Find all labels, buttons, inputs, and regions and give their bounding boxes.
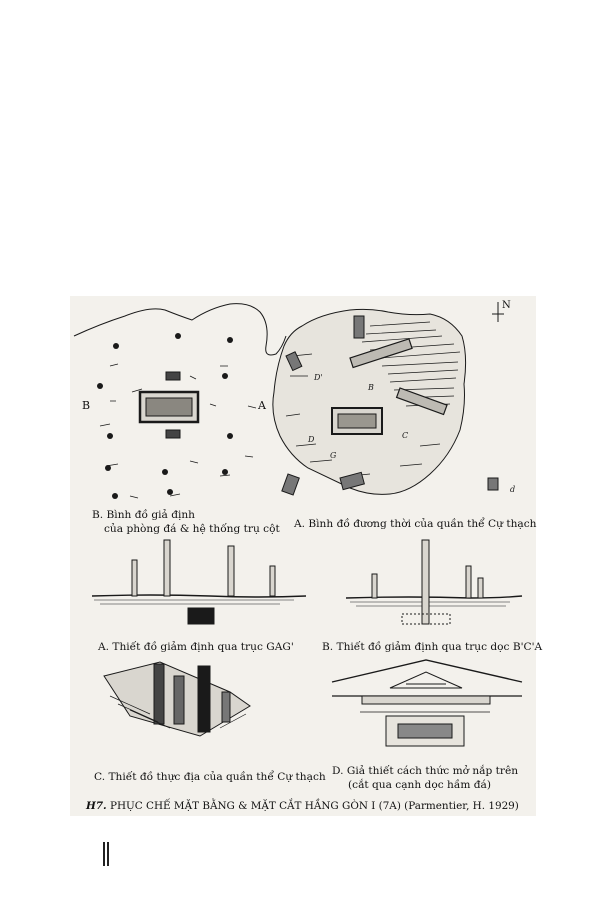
svg-text:d: d — [510, 485, 515, 494]
section-a-caption: A. Thiết đồ giảm định qua trục GAG' — [98, 641, 294, 653]
section-b-drawing — [345, 539, 523, 625]
section-d-caption-line2: (cắt qua cạnh dọc hầm đá) — [348, 779, 491, 791]
compass-letter: N — [502, 300, 511, 311]
page-margin-rule — [103, 842, 105, 866]
figure-title: PHỤC CHẾ MẶT BẰNG & MẶT CẮT HẦNG GÒN I (… — [106, 800, 519, 812]
map-b-caption-line1: B. Bình đồ giả định — [92, 509, 196, 521]
svg-text:B: B — [367, 383, 374, 392]
plan-a-drawing: D' D G C B d — [272, 302, 515, 496]
section-b-caption: B. Thiết đồ giảm định qua trục dọc B'C'A — [322, 641, 543, 653]
section-d-drawing — [331, 659, 523, 747]
panel-b-letter: B — [82, 399, 91, 412]
figure-drawings: D' D G C B d — [73, 302, 523, 747]
page-margin-rule-2 — [107, 842, 109, 866]
section-a-drawing — [91, 539, 307, 625]
perspective-c-drawing — [103, 661, 251, 737]
figure-number: H7. — [86, 800, 107, 812]
panel-a-letter: A — [258, 399, 266, 412]
figure-caption: H7. PHỤC CHẾ MẶT BẰNG & MẶT CẮT HẦNG GÒN… — [86, 800, 526, 812]
figure-plate: D' D G C B d — [70, 296, 542, 816]
map-b-caption-line2: của phòng đá & hệ thống trụ cột — [104, 523, 280, 535]
plan-b-drawing — [73, 303, 287, 499]
perspective-c-caption: C. Thiết đồ thực địa của quần thể Cự thạ… — [94, 771, 326, 783]
map-a-caption: A. Bình đồ đương thời của quần thể Cự th… — [294, 518, 537, 530]
svg-text:G: G — [330, 451, 337, 460]
section-d-caption-line1: D. Giả thiết cách thức mở nắp trên — [332, 765, 519, 777]
svg-text:C: C — [402, 431, 408, 440]
svg-text:D': D' — [313, 373, 323, 382]
svg-text:D: D — [307, 435, 315, 444]
